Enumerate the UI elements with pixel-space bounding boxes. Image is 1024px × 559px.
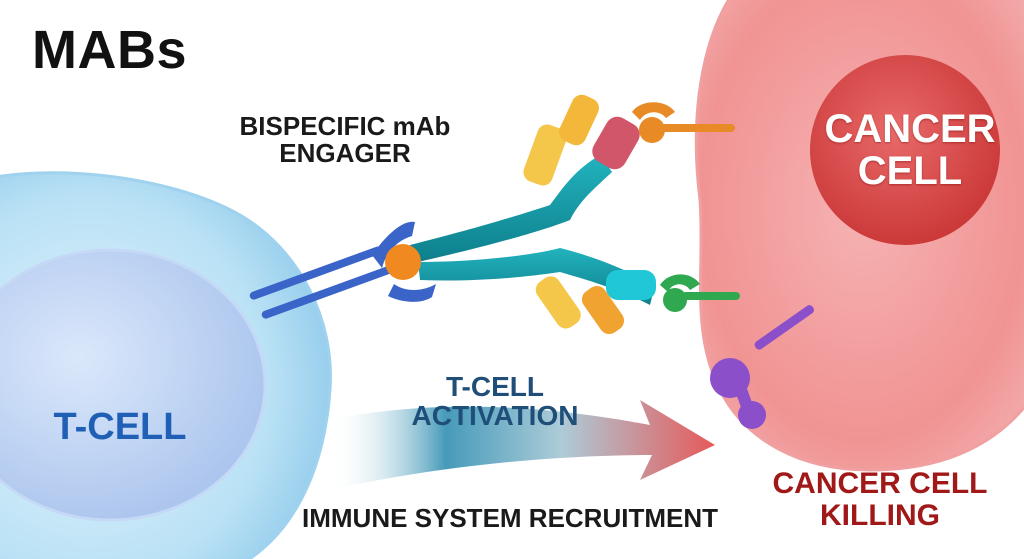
cancer-cell-label-line-2: CELL <box>857 149 963 193</box>
tcr-receptor <box>249 221 436 319</box>
killing-label: CANCER CELL KILLING <box>745 468 1015 531</box>
cancer-cell-nucleus <box>810 55 1000 245</box>
recruitment-label: IMMUNE SYSTEM RECRUITMENT <box>302 503 718 533</box>
cancer-antigen-green <box>660 274 740 312</box>
t-cell-label: T-CELL <box>53 406 187 448</box>
cd3-binding-domain <box>385 244 421 280</box>
engager-label-line-2: ENGAGER <box>279 138 411 169</box>
killing-label-line-1: CANCER CELL <box>772 467 988 500</box>
killing-label-line-2: KILLING <box>820 498 940 532</box>
page-title: MABs <box>32 20 188 80</box>
activation-label-line-1: T-CELL <box>446 371 544 402</box>
t-cell <box>0 171 332 559</box>
cancer-cell-label-line-1: CANCER <box>824 107 996 151</box>
cancer-antigen-orange <box>632 102 735 143</box>
activation-arrow <box>330 400 715 490</box>
antibody-heavy-chain-lower <box>418 248 655 305</box>
cancer-cell <box>694 0 1024 472</box>
bispecific-antibody <box>385 94 656 335</box>
engager-label-line-1: BISPECIFIC mAb <box>239 111 451 141</box>
activation-label-line-2: ACTIVATION <box>411 400 579 432</box>
engager-label: BISPECIFIC mAb ENGAGER <box>215 111 475 169</box>
cancer-cell-label: CANCER CELL <box>800 108 1020 192</box>
antibody-heavy-chain-upper <box>410 155 612 262</box>
activation-label: T-CELL ACTIVATION <box>395 372 595 431</box>
t-cell-nucleus <box>0 248 267 522</box>
killer-protein <box>710 305 814 429</box>
